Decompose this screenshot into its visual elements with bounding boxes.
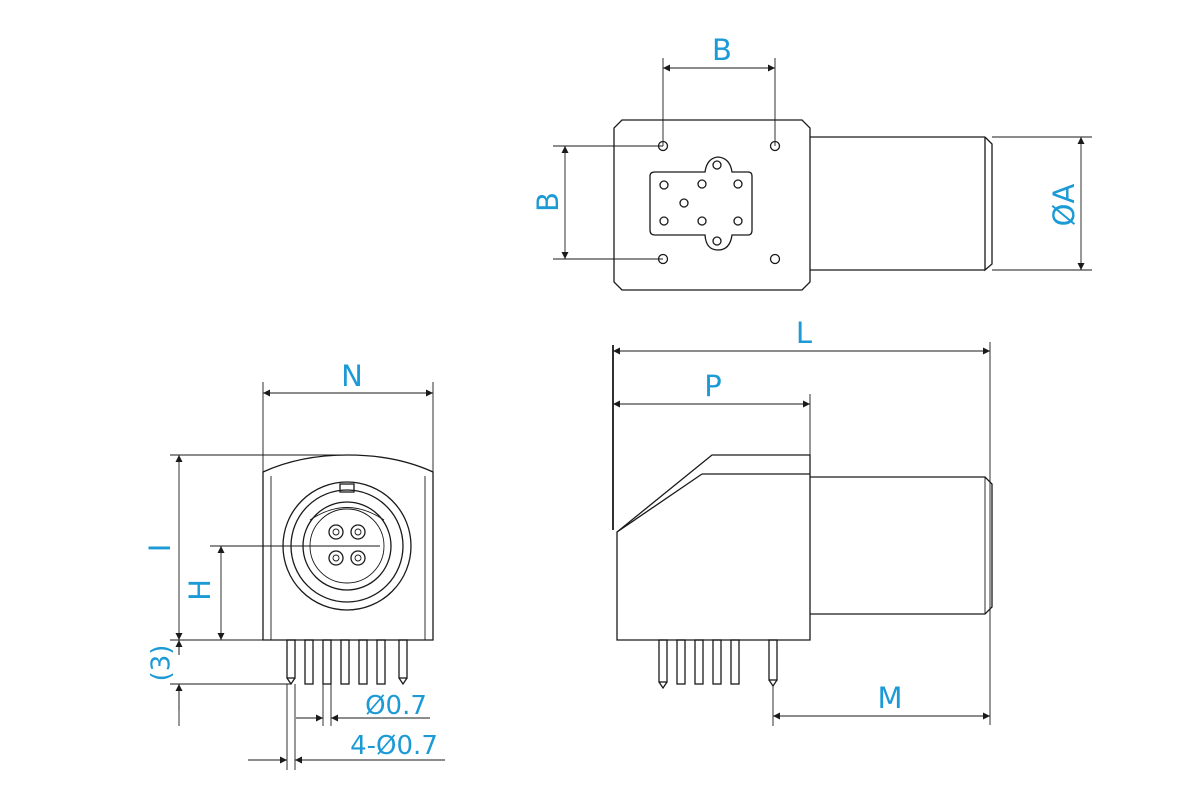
- receptacle-key: [339, 483, 355, 493]
- side-view-pins: [658, 639, 778, 690]
- dim-label-pins-dia: 4-Ø0.7: [350, 731, 438, 761]
- dim-label-n: N: [341, 359, 363, 393]
- front-view: N I H (3) Ø0.7 4-Ø0.7: [143, 359, 445, 770]
- contact-pins: [328, 524, 366, 566]
- side-view-body: [616, 454, 811, 641]
- mounting-hole: [769, 253, 781, 265]
- side-view: L P M: [612, 316, 993, 726]
- front-view-pins: [286, 639, 408, 686]
- dim-label-h: H: [183, 579, 217, 601]
- dim-label-diameter-a: ØA: [1047, 184, 1081, 227]
- pin-pad-outline: [649, 156, 753, 251]
- dim-label-p: P: [704, 369, 722, 403]
- side-view-cylinder: [810, 476, 993, 615]
- front-view-housing: [262, 454, 434, 641]
- dim-label-l: L: [796, 316, 812, 350]
- top-view-flange: [613, 119, 811, 291]
- top-view: B B ØA: [531, 33, 1092, 291]
- dim-label-b-side: B: [531, 192, 565, 212]
- pin-pad-holes: [659, 160, 743, 246]
- dim-label-b-top: B: [712, 33, 732, 67]
- dim-label-m: M: [877, 681, 902, 715]
- dim-label-pin-dia: Ø0.7: [365, 691, 427, 721]
- dim-label-3: (3): [147, 645, 177, 682]
- top-view-cylinder: [810, 136, 985, 271]
- dim-label-i: I: [143, 544, 177, 553]
